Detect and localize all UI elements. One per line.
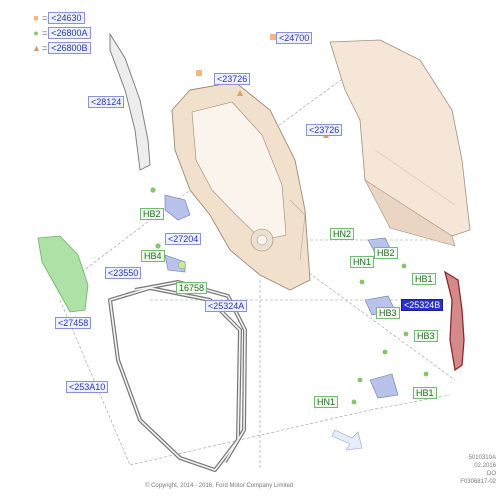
callout-hn1-upper[interactable]: HN1 xyxy=(350,256,375,268)
callout-25324a[interactable]: <25324A xyxy=(205,300,248,312)
callout-hb2-right[interactable]: HB2 xyxy=(374,247,398,259)
callout-hb4[interactable]: HB4 xyxy=(141,250,165,262)
callout-23726-mid[interactable]: <23726 xyxy=(306,124,343,136)
callout-25324b-selected[interactable]: <25324B xyxy=(401,299,444,311)
callout-hb3-upper[interactable]: HB3 xyxy=(376,307,400,319)
front-direction-arrow xyxy=(331,429,363,451)
selected-seal-part xyxy=(443,270,465,372)
drawing-stamp: 5010310A 02.2016 DO F0306817-02 xyxy=(460,455,496,485)
belt-weatherstrip xyxy=(109,32,151,171)
legend-code[interactable]: <26800B xyxy=(48,42,91,54)
legend-code[interactable]: <24630 xyxy=(48,12,85,24)
callout-23726-top[interactable]: <23726 xyxy=(214,73,251,85)
callout-hn2[interactable]: HN2 xyxy=(330,228,355,240)
door-inner-frame xyxy=(171,81,311,291)
callout-hb1-lower[interactable]: HB1 xyxy=(413,387,437,399)
callout-23550[interactable]: <23550 xyxy=(105,267,142,279)
callout-hb2-left[interactable]: HB2 xyxy=(140,208,164,220)
callout-28124[interactable]: <28124 xyxy=(88,96,125,108)
callout-16758[interactable]: 16758 xyxy=(176,282,208,294)
circle-icon: ● xyxy=(33,28,39,38)
callout-24700[interactable]: <24700 xyxy=(276,32,313,44)
legend-code[interactable]: <26800A xyxy=(48,27,91,39)
door-outer-panel xyxy=(329,39,471,247)
legend-row-2: ●=<26800A xyxy=(32,27,91,39)
callout-hb1-upper[interactable]: HB1 xyxy=(412,273,436,285)
callout-hn1-lower[interactable]: HN1 xyxy=(314,396,339,408)
legend-row-1: ■=<24630 xyxy=(32,12,85,24)
legend-row-3: ▲=<26800B xyxy=(32,42,91,54)
callout-hb3-lower[interactable]: HB3 xyxy=(414,330,438,342)
square-icon: ■ xyxy=(33,13,39,23)
green-seal-panel xyxy=(37,235,89,313)
copyright-text: © Copyright, 2014 - 2016, Ford Motor Com… xyxy=(145,483,294,489)
callout-27204[interactable]: <27204 xyxy=(165,233,202,245)
callout-253a10[interactable]: <253A10 xyxy=(66,381,109,393)
callout-27458[interactable]: <27458 xyxy=(55,317,92,329)
triangle-icon: ▲ xyxy=(32,43,41,53)
fastener-markers xyxy=(150,34,429,405)
